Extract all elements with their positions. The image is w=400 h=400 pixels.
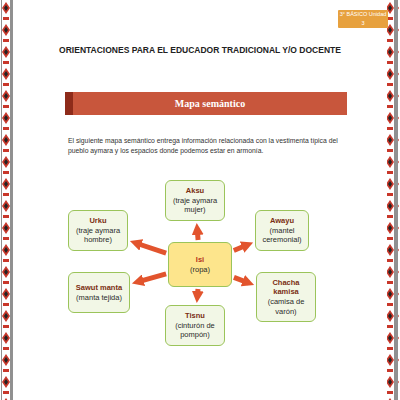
- concept-gloss: (mantel ceremonial): [259, 226, 305, 246]
- concept-name: Isi: [172, 255, 228, 265]
- block-arrow: [195, 229, 201, 240]
- concept-gloss: (ropa): [172, 265, 228, 275]
- left-border-band: [1, 0, 13, 400]
- concept-gloss: (manta tejida): [72, 293, 126, 303]
- section-banner: Mapa semántico: [65, 92, 347, 115]
- block-arrow: [138, 274, 166, 282]
- concept-name: Urku: [72, 216, 124, 226]
- concept-name: Sawut manta: [72, 283, 126, 293]
- block-arrow: [234, 277, 249, 283]
- concept-box: Urku(traje aymara hombre): [68, 210, 128, 251]
- concept-name: Awayu: [259, 216, 305, 226]
- block-arrow: [195, 289, 201, 297]
- concept-name: Chacha kamisa: [260, 278, 312, 298]
- concept-name: Mapa semántico: [77, 97, 343, 110]
- intro-paragraph: El siguiente mapa semántico entrega info…: [68, 136, 348, 156]
- concept-box: Chacha kamisa(camisa de varón): [256, 272, 316, 322]
- concept-gloss: (traje aymara hombre): [72, 226, 124, 246]
- right-border-band: [387, 0, 399, 400]
- concept-name: Aksu: [169, 186, 221, 196]
- concept-box: Aksu(traje aymara mujer): [165, 180, 225, 221]
- concept-name: Tisnu: [169, 311, 221, 321]
- concept-box: Tisnu(cinturón de pompón): [165, 305, 225, 346]
- block-arrow: [136, 243, 167, 253]
- block-arrow: [234, 245, 248, 251]
- central-concept-box: Isi(ropa): [168, 242, 232, 287]
- unit-badge: 3° BÁSICO Unidad 3: [338, 10, 388, 28]
- concept-gloss: (camisa de varón): [260, 297, 312, 317]
- concept-box: Sawut manta(manta tejida): [68, 272, 130, 313]
- concept-gloss: (cinturón de pompón): [169, 321, 221, 341]
- concept-gloss: (traje aymara mujer): [169, 196, 221, 216]
- concept-box: Awayu(mantel ceremonial): [255, 210, 309, 251]
- page-title: ORIENTACIONES PARA EL EDUCADOR TRADICION…: [20, 45, 380, 55]
